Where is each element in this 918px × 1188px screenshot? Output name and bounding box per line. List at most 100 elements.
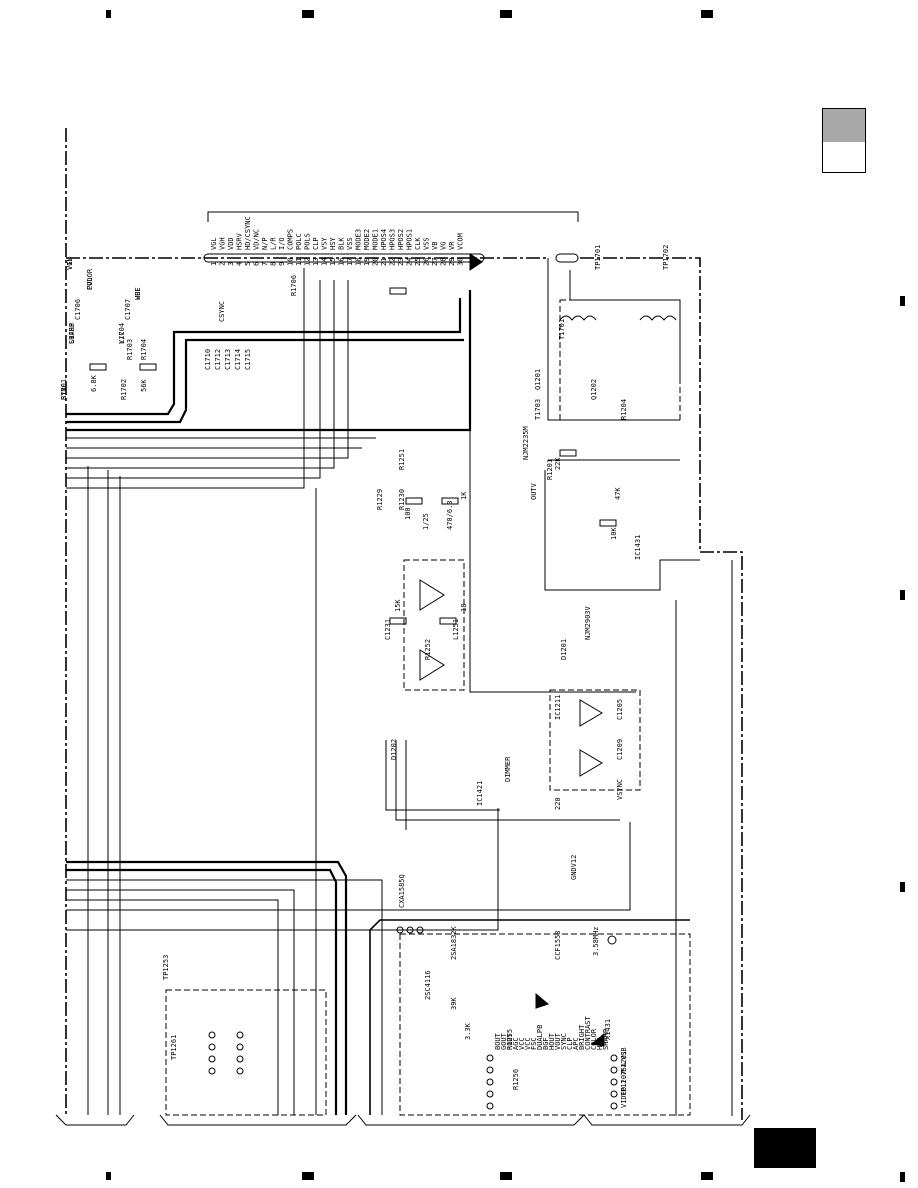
chip-pin-label: APC <box>572 1037 580 1050</box>
ic1421-pin-5 <box>236 1031 244 1039</box>
net-label: C1713 <box>224 349 232 370</box>
net-label: NJM2903V <box>584 605 592 640</box>
dual-opamp-block <box>403 559 465 691</box>
connector-pin-label: HD/CSYNC <box>244 216 252 250</box>
connector-pin-label: MODE3 <box>355 229 363 250</box>
connector-pin-label: HSRV <box>236 232 244 250</box>
connector-pin-number: 10 <box>287 258 295 266</box>
net-label: R1230 <box>398 489 406 510</box>
component-value: CCF1558 <box>554 930 562 960</box>
component-value: 3.3K <box>464 1022 472 1040</box>
cxa-pin-6 <box>610 1054 618 1062</box>
net-label: TP1207 <box>620 1071 628 1096</box>
chip-pin-label: DUALPB <box>536 1025 544 1050</box>
heavy-bus-2 <box>66 298 462 416</box>
component-value: 100 <box>404 507 412 520</box>
connector-bracket <box>207 211 579 222</box>
connector-pin-number: 8 <box>270 262 278 266</box>
connector-pin-label: HPOS2 <box>397 229 405 250</box>
net-label: C1209 <box>616 739 624 760</box>
lower-wire-2 <box>66 889 295 1115</box>
ic1421-pin-7 <box>236 1055 244 1063</box>
ic1431-block <box>399 933 691 1116</box>
tp-marker-2 <box>590 1032 605 1047</box>
ic1431-frame <box>369 919 690 1115</box>
section-tab-lower <box>822 142 866 173</box>
net-label: Q1202 <box>590 379 598 400</box>
line-in-2 <box>406 926 414 934</box>
connector-pin-label: CLP <box>312 237 320 250</box>
connector-pin-labels: VGL1VGH2VDD3HSRV4HD/CSYNC5VD/NC6N/P7L/R8… <box>210 216 465 266</box>
net-label: Y/C <box>118 331 126 344</box>
net-label: TP1701 <box>594 245 602 270</box>
reg-mark-right-1 <box>900 296 905 306</box>
right-block-box <box>544 470 700 591</box>
opamp-1 <box>419 579 445 611</box>
net-label: HUE <box>134 287 142 300</box>
cxa-pin-5 <box>486 1102 494 1110</box>
connector-pin-number: 30 <box>457 258 465 266</box>
connector-pin-label: HPOS3 <box>389 229 397 250</box>
ic1421-block <box>165 989 327 1116</box>
net-label: VSB <box>620 1047 628 1060</box>
connector-pin-number: 4 <box>236 262 244 266</box>
connector-pin-number: 18 <box>355 258 363 266</box>
component-value: 2SA1832K <box>450 925 458 960</box>
ic1421-pin-3 <box>208 1055 216 1063</box>
connector-c1713 <box>203 253 485 263</box>
net-label: R1701 <box>60 379 68 400</box>
chip-pin-label: GOUT <box>500 1032 508 1050</box>
connector-pin-label: VB <box>431 242 439 250</box>
cxa-pin-1 <box>486 1054 494 1062</box>
net-label: VEE <box>134 287 142 300</box>
pin1-marker <box>469 253 483 271</box>
connector-pin-label: POLC <box>295 233 303 250</box>
chip-pin-label: VCC <box>524 1037 532 1050</box>
connector-pin-label: VGL <box>210 237 218 250</box>
chip-pin-label: VOUT <box>554 1032 562 1050</box>
component-value: 470/6.3 <box>446 500 454 530</box>
connector-pin-number: 28 <box>440 258 448 266</box>
component-value: 22K <box>554 457 562 470</box>
transformer-block <box>559 299 681 421</box>
lower-wire-4 <box>66 808 499 931</box>
chip-pin-label: ROUT <box>506 1032 514 1050</box>
resistor-r1256 <box>439 617 457 625</box>
component-value: 1/25 <box>422 513 430 530</box>
chip-pin-label: HUE <box>596 1037 604 1050</box>
crystal-x1431 <box>607 935 617 945</box>
connector-pin-label: VSS <box>423 237 431 250</box>
chip-pin-label: HOUT <box>548 1032 556 1050</box>
section-brace-3 <box>357 1114 585 1126</box>
chip-pin-label: SYNC <box>560 1033 568 1050</box>
net-label: F1201 <box>620 1051 628 1072</box>
net-label: DIMMER <box>504 756 512 782</box>
resistor-r1702 <box>139 363 157 371</box>
net-label: R1704 <box>140 339 148 360</box>
connector-pin-label: CLK <box>414 237 422 250</box>
net-label: C1205 <box>616 699 624 720</box>
reg-mark-bottom-1 <box>106 1172 111 1180</box>
connector-pin-number: 15 <box>329 258 337 266</box>
connector-pin-label: MODE2 <box>363 229 371 250</box>
connector-pin-label: N/P <box>261 237 269 250</box>
reg-mark-right-3 <box>900 882 905 892</box>
reg-mark-top-1 <box>106 10 111 18</box>
ic1421-pin-6 <box>236 1043 244 1051</box>
ic1421-pin-2 <box>208 1043 216 1051</box>
net-label: TP1702 <box>662 245 670 270</box>
connector-pin-number: 1 <box>210 262 218 266</box>
component-value: 39K <box>450 997 458 1010</box>
resistor-r1706 <box>389 287 407 295</box>
connector-pin-label: VSY <box>321 237 329 250</box>
net-label: OUTV <box>530 482 538 500</box>
bus-horizontal-3 <box>66 280 349 459</box>
cxa-pin-3 <box>486 1078 494 1086</box>
heavy-bus-lower-2 <box>66 868 338 1115</box>
connector-pin-label: VG <box>440 242 448 250</box>
net-label: R1255 <box>506 1029 514 1050</box>
net-label: R1706 <box>290 275 298 296</box>
connector-pin-number: 20 <box>372 258 380 266</box>
